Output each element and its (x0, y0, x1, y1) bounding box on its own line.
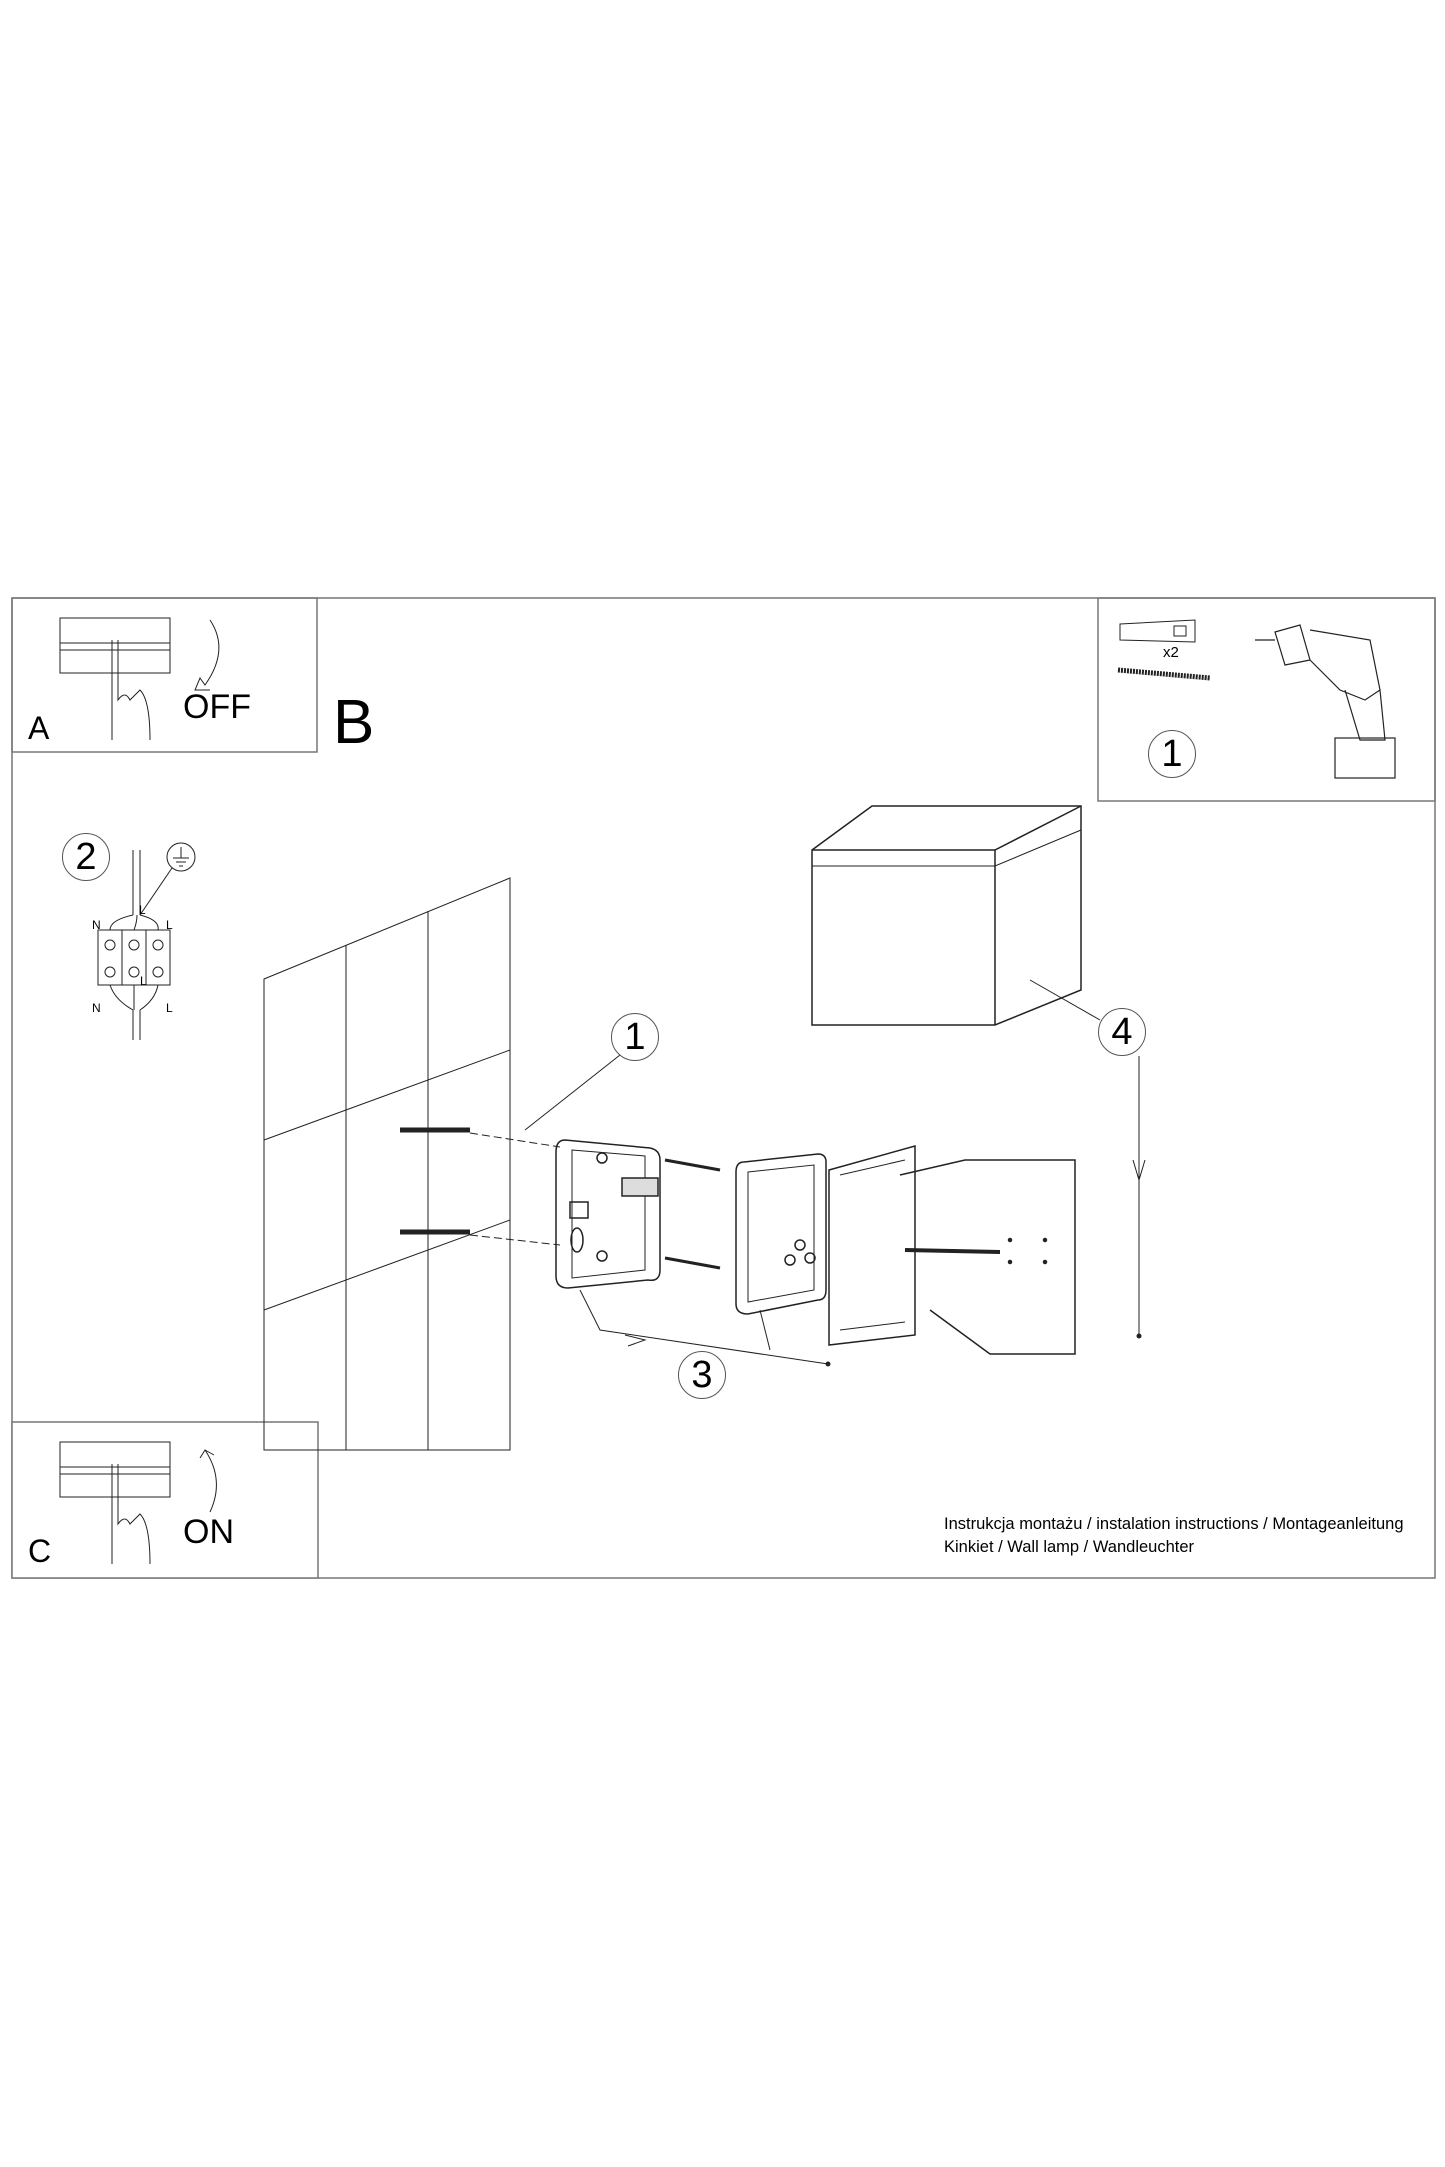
panel-a-border (11, 597, 318, 753)
panel-b-letter: B (333, 688, 375, 757)
screw-icon (1117, 667, 1211, 681)
drill-icon (1255, 624, 1396, 779)
quantity-label: x2 (1163, 644, 1179, 661)
leader-lines (524, 1054, 1146, 1367)
step-4-badge: 4 (1098, 1008, 1146, 1056)
footer-title: Instrukcja montażu / instalation instruc… (944, 1515, 1404, 1533)
on-label: ON (183, 1513, 234, 1551)
wall-tiles (263, 877, 511, 1451)
off-label: OFF (183, 688, 251, 726)
wire-n-top: N (92, 918, 101, 932)
wire-n-bottom: N (92, 1001, 101, 1015)
lamp-cover (811, 805, 1101, 1026)
wiring-terminal-icon (97, 842, 196, 1040)
lamp-body (828, 1145, 1076, 1355)
wire-l-inner: L (140, 974, 147, 988)
lamp-backplate (735, 1153, 827, 1315)
wire-l-mid: L (139, 903, 146, 917)
breaker-off-icon (59, 617, 220, 741)
wall-plug-icon (1119, 619, 1196, 643)
panel-c-letter: C (28, 1533, 52, 1569)
step-3-badge: 3 (678, 1351, 726, 1399)
step-2-badge: 2 (62, 833, 110, 881)
breaker-on-icon (59, 1441, 217, 1565)
footer-subtitle: Kinkiet / Wall lamp / Wandleuchter (944, 1538, 1195, 1556)
step-1-badge: 1 (611, 1013, 659, 1061)
tools-panel-border (1097, 597, 1436, 802)
outer-frame (11, 597, 1436, 1579)
tools-step-badge: 1 (1148, 730, 1196, 778)
wire-l-top: L (166, 918, 173, 932)
panel-a-letter: A (28, 710, 50, 746)
wall-plugs (400, 1127, 721, 1270)
mounting-plate (555, 1139, 661, 1289)
wire-l-bottom: L (166, 1001, 173, 1015)
panel-c-border (11, 1421, 319, 1579)
